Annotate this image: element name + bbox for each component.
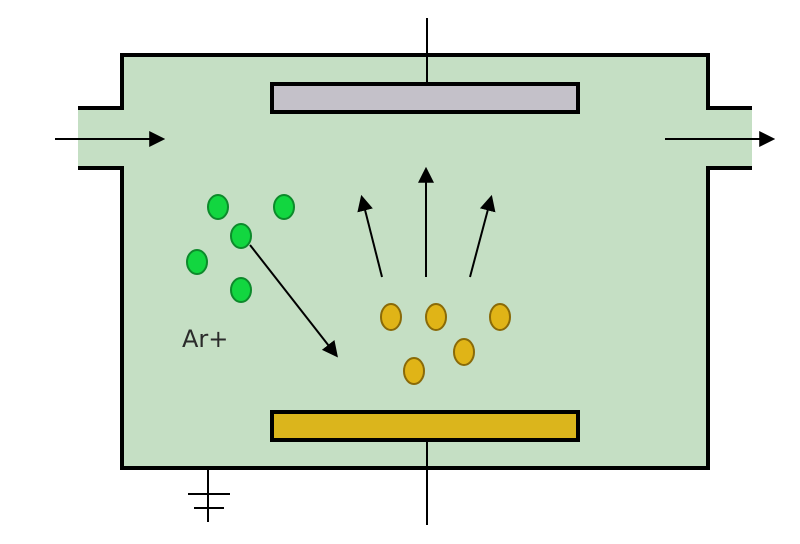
sputtered-atom [425,303,447,331]
vacuum-chamber [78,55,752,468]
ion-label: Ar+ [182,325,228,353]
ion-trajectory-arrow [249,244,338,358]
argon-ion [186,249,208,275]
argon-ion [273,194,295,220]
argon-ions [186,194,295,303]
target-plate [270,410,580,442]
deposition-arrow-right [469,194,496,278]
sputtered-atom [380,303,402,331]
sputtered-atom [453,338,475,366]
chamber-wall [78,53,752,470]
deposition-arrow-left [357,194,383,278]
sputtered-atoms [380,303,511,385]
substrate-plate [270,82,580,114]
sputtered-atom [489,303,511,331]
ground-symbol [188,470,230,522]
argon-ion [230,223,252,249]
argon-ion [207,194,229,220]
sputtered-atom [403,357,425,385]
argon-ion [230,277,252,303]
